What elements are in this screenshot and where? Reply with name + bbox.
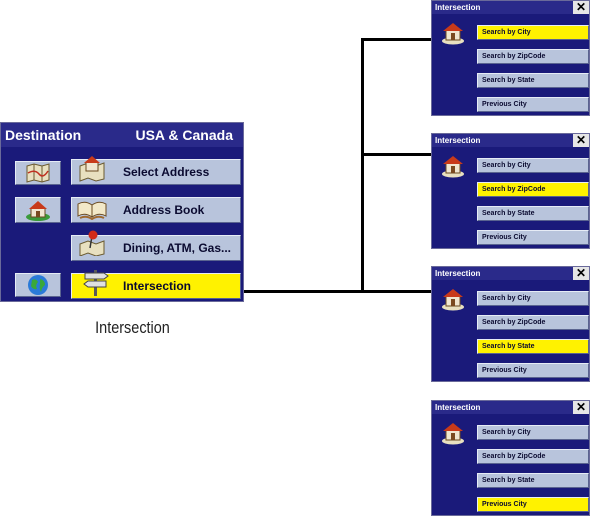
globe-icon xyxy=(28,275,48,295)
option-button[interactable]: Search by City xyxy=(477,291,589,306)
option-label: Search by ZipCode xyxy=(482,453,546,460)
option-button[interactable]: Previous City xyxy=(477,363,589,378)
option-button[interactable]: Search by ZipCode xyxy=(477,182,589,197)
option-button[interactable]: Previous City xyxy=(477,497,589,512)
pushpin-map-icon xyxy=(79,230,105,256)
option-button[interactable]: Search by State xyxy=(477,206,589,221)
close-icon[interactable]: ✕ xyxy=(573,1,589,14)
intersection-title: Intersection xyxy=(435,136,481,145)
option-label: Search by City xyxy=(482,29,531,36)
option-label: Search by City xyxy=(482,162,531,169)
intersection-titlebar: Intersection ✕ xyxy=(432,401,589,414)
option-label: Search by State xyxy=(482,210,535,217)
map-icon xyxy=(26,163,50,183)
option-label: Search by State xyxy=(482,477,535,484)
house-map-icon xyxy=(442,156,464,178)
option-button[interactable]: Search by ZipCode xyxy=(477,449,589,464)
option-label: Previous City xyxy=(482,101,527,108)
intersection-title: Intersection xyxy=(435,269,481,278)
option-button[interactable]: Search by City xyxy=(477,158,589,173)
option-label: Previous City xyxy=(482,234,527,241)
connector-branch-2 xyxy=(361,153,432,156)
intersection-title: Intersection xyxy=(435,403,481,412)
option-button[interactable]: Search by ZipCode xyxy=(477,315,589,330)
destination-titlebar: Destination USA & Canada xyxy=(1,123,243,147)
house-map-icon xyxy=(442,289,464,311)
connector-branch-3 xyxy=(361,290,432,293)
diagram-caption: Intersection xyxy=(95,318,170,337)
house-map-icon xyxy=(79,156,105,182)
option-label: Search by City xyxy=(482,295,531,302)
home-icon xyxy=(26,201,50,221)
intersection-titlebar: Intersection ✕ xyxy=(432,134,589,147)
option-button[interactable]: Previous City xyxy=(477,230,589,245)
house-map-icon xyxy=(442,23,464,45)
option-label: Previous City xyxy=(482,501,527,508)
book-icon xyxy=(77,201,107,220)
option-button[interactable]: Previous City xyxy=(477,97,589,112)
house-map-icon xyxy=(442,423,464,445)
signpost-icon xyxy=(83,270,109,296)
intersection-label: Intersection xyxy=(123,279,192,293)
dining-atm-gas-button[interactable]: Dining, ATM, Gas... xyxy=(71,230,241,261)
close-icon[interactable]: ✕ xyxy=(573,134,589,147)
option-label: Search by City xyxy=(482,429,531,436)
close-icon[interactable]: ✕ xyxy=(573,267,589,280)
option-label: Search by ZipCode xyxy=(482,186,546,193)
option-button[interactable]: Search by City xyxy=(477,425,589,440)
region-label[interactable]: USA & Canada xyxy=(135,127,233,143)
intersection-titlebar: Intersection ✕ xyxy=(432,267,589,280)
map-button[interactable] xyxy=(15,161,61,185)
intersection-titlebar: Intersection ✕ xyxy=(432,1,589,14)
screen-title: Destination xyxy=(5,127,82,143)
dining-atm-gas-label: Dining, ATM, Gas... xyxy=(123,241,231,255)
connector-main-horizontal xyxy=(243,290,365,293)
option-button[interactable]: Search by ZipCode xyxy=(477,49,589,64)
option-label: Search by State xyxy=(482,77,535,84)
close-icon[interactable]: ✕ xyxy=(573,401,589,414)
option-button[interactable]: Search by State xyxy=(477,339,589,354)
destination-screen: Destination USA & Canada Select Add xyxy=(0,122,244,302)
home-button[interactable] xyxy=(15,197,61,223)
address-book-label: Address Book xyxy=(123,203,205,217)
connector-trunk-vertical xyxy=(361,38,364,293)
globe-button[interactable] xyxy=(15,273,61,297)
option-label: Previous City xyxy=(482,367,527,374)
option-label: Search by State xyxy=(482,343,535,350)
connector-branch-1 xyxy=(361,38,432,41)
option-label: Search by ZipCode xyxy=(482,53,546,60)
intersection-title: Intersection xyxy=(435,3,481,12)
select-address-button[interactable]: Select Address xyxy=(71,156,241,185)
option-button[interactable]: Search by City xyxy=(477,25,589,40)
option-button[interactable]: Search by State xyxy=(477,473,589,488)
intersection-button[interactable]: Intersection xyxy=(71,270,241,299)
address-book-button[interactable]: Address Book xyxy=(71,197,241,223)
select-address-label: Select Address xyxy=(123,165,210,179)
option-label: Search by ZipCode xyxy=(482,319,546,326)
option-button[interactable]: Search by State xyxy=(477,73,589,88)
